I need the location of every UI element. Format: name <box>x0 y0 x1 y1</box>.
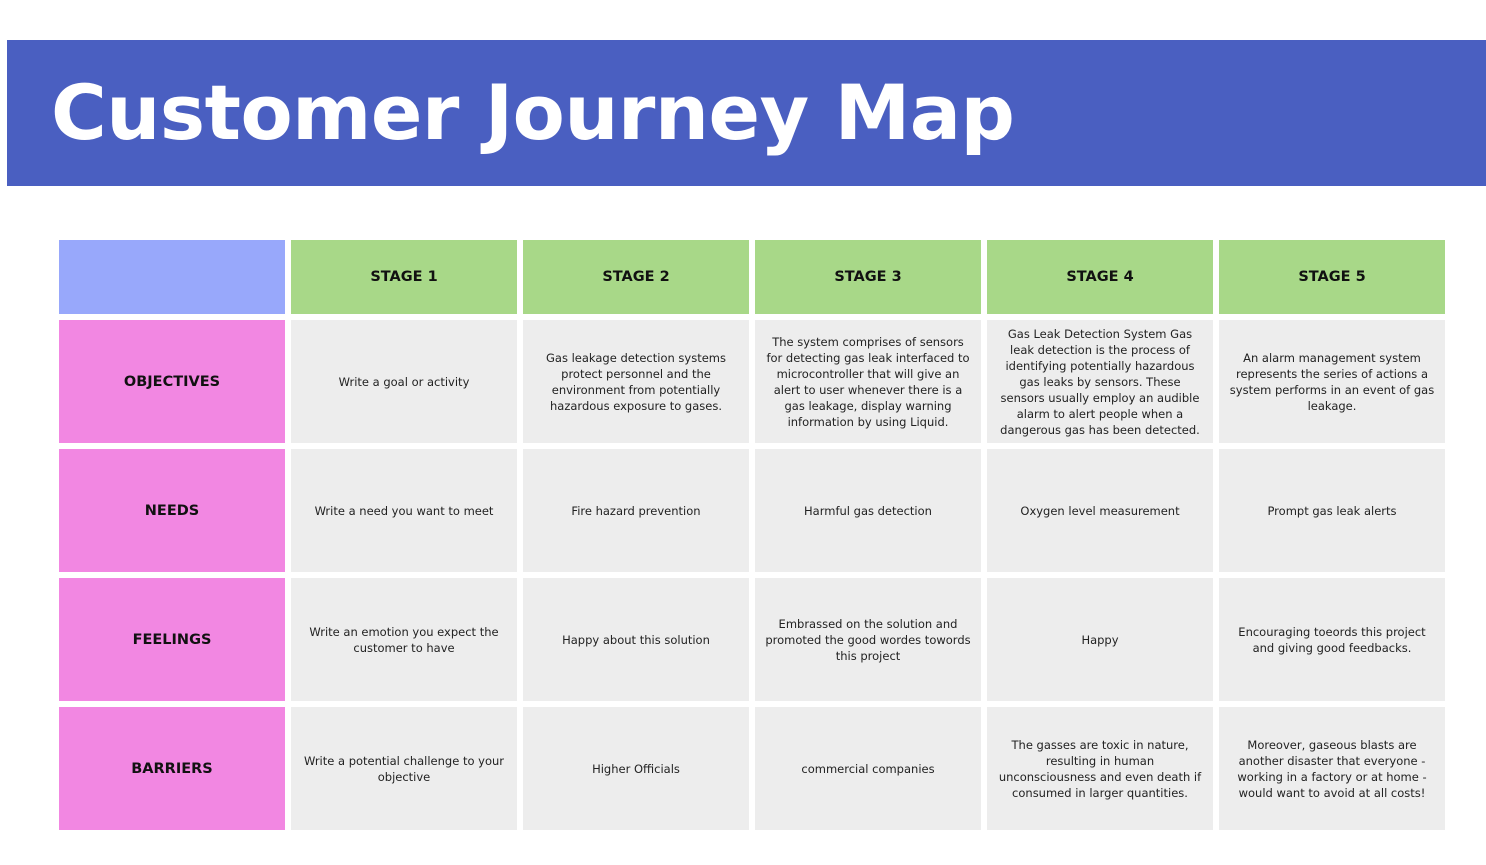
barriers-stage-3: commercial companies <box>755 707 981 830</box>
objectives-stage-1: Write a goal or activity <box>291 320 517 443</box>
objectives-stage-2: Gas leakage detection systems protect pe… <box>523 320 749 443</box>
barriers-stage-2: Higher Officials <box>523 707 749 830</box>
objectives-stage-4: Gas Leak Detection System Gas leak detec… <box>987 320 1213 443</box>
feelings-stage-5: Encouraging toeords this project and giv… <box>1219 578 1445 701</box>
stage-header-5: STAGE 5 <box>1219 240 1445 314</box>
row-header-needs: NEEDS <box>59 449 285 572</box>
needs-stage-4: Oxygen level measurement <box>987 449 1213 572</box>
journey-map-table: STAGE 1 STAGE 2 STAGE 3 STAGE 4 STAGE 5 … <box>59 240 1445 830</box>
needs-stage-5: Prompt gas leak alerts <box>1219 449 1445 572</box>
feelings-stage-4: Happy <box>987 578 1213 701</box>
needs-stage-2: Fire hazard prevention <box>523 449 749 572</box>
stage-header-2: STAGE 2 <box>523 240 749 314</box>
needs-stage-1: Write a need you want to meet <box>291 449 517 572</box>
stage-header-4: STAGE 4 <box>987 240 1213 314</box>
objectives-stage-5: An alarm management system represents th… <box>1219 320 1445 443</box>
title-banner: Customer Journey Map <box>7 40 1486 186</box>
corner-cell <box>59 240 285 314</box>
objectives-stage-3: The system comprises of sensors for dete… <box>755 320 981 443</box>
feelings-stage-1: Write an emotion you expect the customer… <box>291 578 517 701</box>
row-header-objectives: OBJECTIVES <box>59 320 285 443</box>
barriers-stage-1: Write a potential challenge to your obje… <box>291 707 517 830</box>
row-header-feelings: FEELINGS <box>59 578 285 701</box>
feelings-stage-2: Happy about this solution <box>523 578 749 701</box>
stage-header-1: STAGE 1 <box>291 240 517 314</box>
feelings-stage-3: Embrassed on the solution and promoted t… <box>755 578 981 701</box>
barriers-stage-4: The gasses are toxic in nature, resultin… <box>987 707 1213 830</box>
needs-stage-3: Harmful gas detection <box>755 449 981 572</box>
row-header-barriers: BARRIERS <box>59 707 285 830</box>
barriers-stage-5: Moreover, gaseous blasts are another dis… <box>1219 707 1445 830</box>
page-title: Customer Journey Map <box>51 68 1015 157</box>
stage-header-3: STAGE 3 <box>755 240 981 314</box>
